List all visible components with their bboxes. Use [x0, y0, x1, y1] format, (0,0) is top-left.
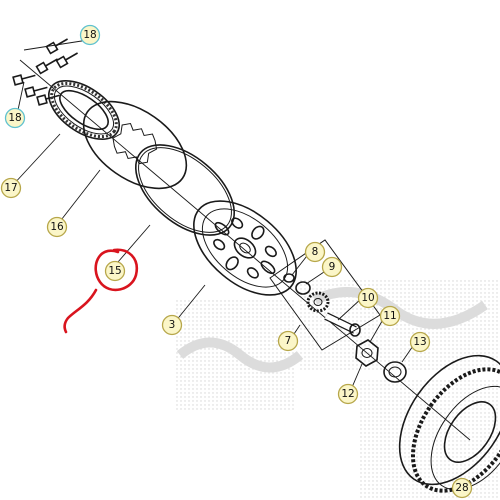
callout-label: 9 [329, 261, 336, 273]
pressure-plate [82, 100, 188, 190]
spring-washer [306, 291, 330, 313]
o-ring [134, 144, 236, 236]
red-highlight-marker [63, 248, 139, 334]
callout-label: 28 [455, 482, 468, 494]
callout-9[interactable]: 9 [321, 256, 343, 278]
thrust-bearing [48, 80, 120, 140]
callout-10[interactable]: 10 [357, 287, 379, 309]
bolt-group-upper [35, 38, 78, 75]
lock-washer [383, 361, 407, 383]
callout-3[interactable]: 3 [161, 314, 183, 336]
leader-17 [11, 133, 61, 187]
callout-label: 10 [361, 292, 374, 304]
bolt-group-lower [12, 74, 60, 106]
callout-15[interactable]: 15 [104, 260, 126, 282]
callout-28[interactable]: 28 [451, 477, 473, 499]
callout-label: 3 [169, 319, 176, 331]
bolt [12, 74, 36, 86]
callout-18b[interactable]: 18 [4, 107, 26, 129]
callout-11[interactable]: 11 [379, 305, 401, 327]
callout-7[interactable]: 7 [277, 330, 299, 352]
leader-3 [174, 284, 206, 323]
callout-label: 8 [312, 246, 319, 258]
callout-label: 18 [83, 29, 96, 41]
callout-label: 15 [108, 265, 121, 277]
small-washer [283, 273, 295, 283]
callout-17[interactable]: 17 [0, 177, 22, 199]
leader-10 [337, 297, 363, 321]
callout-label: 16 [50, 221, 64, 233]
callout-label: 12 [341, 388, 354, 400]
callout-18a[interactable]: 18 [79, 24, 101, 46]
bolt [35, 58, 58, 75]
callout-label: 18 [8, 112, 21, 124]
leader-16 [57, 169, 101, 225]
callout-13[interactable]: 13 [409, 331, 431, 353]
hex-nut [355, 339, 379, 367]
bolt [24, 86, 48, 98]
bolt [55, 52, 78, 69]
washer [295, 281, 311, 295]
callout-16[interactable]: 16 [46, 216, 68, 238]
callout-label: 13 [413, 336, 426, 348]
callout-12[interactable]: 12 [337, 383, 359, 405]
callout-label: 11 [383, 310, 396, 322]
callout-label: 17 [4, 182, 17, 194]
push-rod [324, 312, 361, 337]
leader-18b [17, 81, 25, 111]
leader-15 [117, 224, 151, 263]
callout-label: 7 [285, 335, 292, 347]
leader-18a [23, 39, 89, 51]
callout-8[interactable]: 8 [304, 241, 326, 263]
callout-layer: 18 18 17 16 15 3 8 9 [0, 24, 473, 499]
clutch-hub [193, 200, 297, 296]
clutch-basket [398, 354, 500, 493]
watermark [175, 280, 500, 500]
